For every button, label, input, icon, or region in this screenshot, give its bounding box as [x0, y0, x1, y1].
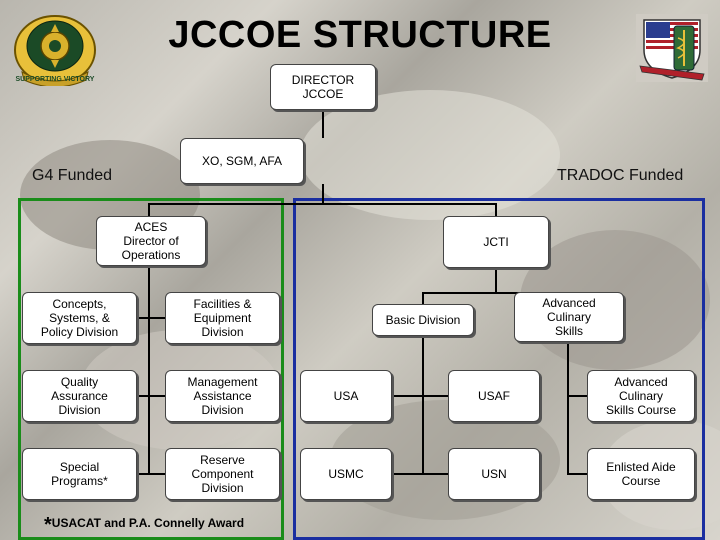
connector-line: [567, 342, 569, 474]
shield-emblem-icon: [636, 14, 708, 82]
connector-line: [495, 203, 497, 216]
connector-line: [422, 292, 568, 294]
aces-box: ACES Director of Operations: [96, 216, 206, 266]
footnote: *USACAT and P.A. Connelly Award: [44, 514, 244, 537]
connector-line: [137, 395, 165, 397]
usaf-box: USAF: [448, 370, 540, 422]
usmc-box: USMC: [300, 448, 392, 500]
logo-ring-text: SUPPORTING VICTORY: [16, 76, 95, 83]
jcti-box: JCTI: [443, 216, 549, 268]
management-division-box: Management Assistance Division: [165, 370, 280, 422]
connector-line: [148, 266, 150, 474]
advanced-culinary-box: Advanced Culinary Skills: [514, 292, 624, 342]
concepts-division-box: Concepts, Systems, & Policy Division: [22, 292, 137, 344]
connector-line: [567, 395, 587, 397]
special-programs-box: Special Programs*: [22, 448, 137, 500]
enlisted-aide-box: Enlisted Aide Course: [587, 448, 695, 500]
connector-line: [322, 110, 324, 138]
usn-box: USN: [448, 448, 540, 500]
facilities-division-box: Facilities & Equipment Division: [165, 292, 280, 344]
quartermaster-crest-icon: SUPPORTING VICTORY: [14, 15, 96, 86]
footnote-star: *: [44, 514, 52, 536]
connector-line: [148, 203, 150, 216]
connector-line: [392, 473, 448, 475]
connector-line: [137, 317, 165, 319]
connector-line: [148, 203, 496, 205]
footnote-text: USACAT and P.A. Connelly Award: [51, 516, 245, 530]
xo-box: XO, SGM, AFA: [180, 138, 304, 184]
connector-line: [322, 184, 324, 204]
tradoc-funded-label: TRADOC Funded: [557, 167, 684, 184]
basic-division-box: Basic Division: [372, 304, 474, 336]
connector-line: [422, 292, 424, 304]
g4-funded-label: G4 Funded: [32, 167, 113, 184]
tradoc-funded-frame: [293, 198, 705, 540]
reserve-division-box: Reserve Component Division: [165, 448, 280, 500]
connector-line: [137, 473, 165, 475]
connector-line: [567, 473, 587, 475]
quality-division-box: Quality Assurance Division: [22, 370, 137, 422]
advanced-course-box: Advanced Culinary Skills Course: [587, 370, 695, 422]
usa-box: USA: [300, 370, 392, 422]
director-box: DIRECTOR JCCOE: [270, 64, 376, 110]
connector-line: [495, 268, 497, 292]
g4-funded-frame: [18, 198, 284, 540]
page-title: JCCOE STRUCTURE: [168, 14, 552, 56]
connector-line: [392, 395, 448, 397]
connector-line: [422, 336, 424, 474]
